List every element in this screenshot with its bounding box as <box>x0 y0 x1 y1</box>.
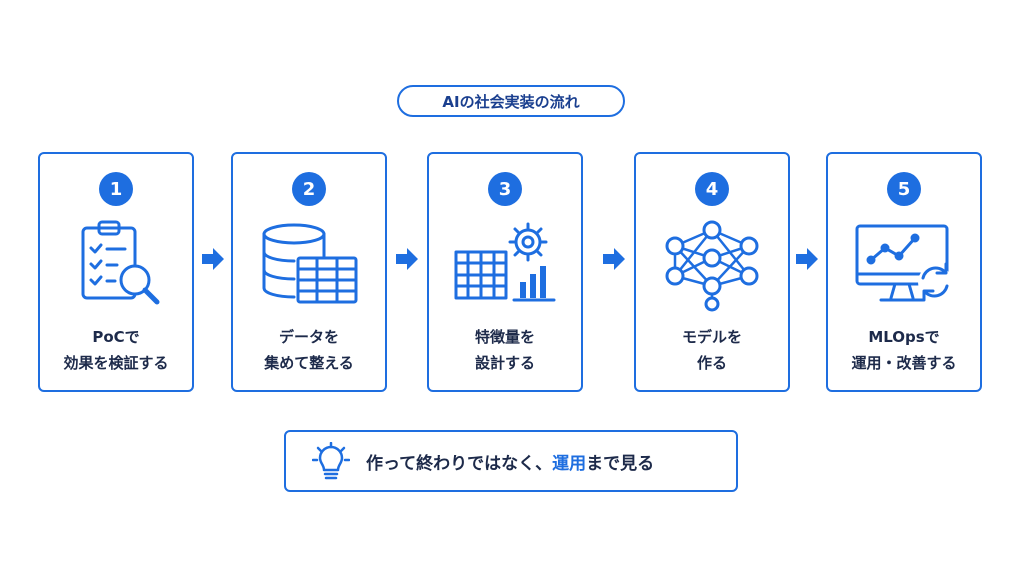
key-message-text: 作って終わりではなく、運用まで見る <box>366 432 654 490</box>
step-number-badge-5: 5 <box>887 172 921 206</box>
right-arrow-icon <box>601 246 627 272</box>
key-message-highlight: 運用 <box>552 453 587 474</box>
right-arrow-icon <box>794 246 820 272</box>
step-number-badge-2: 2 <box>292 172 326 206</box>
step-label-4-line2: 作る <box>696 354 727 372</box>
key-message-after: まで見る <box>586 453 655 474</box>
step-label-2: データを 集めて整える <box>233 324 385 376</box>
step-card-2: 2 データを 集めて整える <box>231 152 387 392</box>
step-number-badge-3: 3 <box>488 172 522 206</box>
clipboard-checklist-magnifier-icon <box>61 218 171 314</box>
key-message-before: 作って終わりではなく、 <box>366 453 553 474</box>
step-label-4-line1: モデルを <box>681 328 742 346</box>
step-card-3: 3 特徴量を 設計する <box>427 152 583 392</box>
step-label-3: 特徴量を 設計する <box>429 324 581 376</box>
step-label-5-line1: MLOpsで <box>868 328 940 346</box>
step-label-3-line1: 特徴量を <box>474 328 535 346</box>
step-label-5-line2: 運用・改善する <box>851 354 957 372</box>
right-arrow-icon <box>200 246 226 272</box>
lightbulb-icon <box>312 442 350 482</box>
step-number-badge-4: 4 <box>695 172 729 206</box>
step-card-1: 1 PoCで 効果を検証する <box>38 152 194 392</box>
step-label-1: PoCで 効果を検証する <box>40 324 192 376</box>
step-card-4: 4 モデルを 作る <box>634 152 790 392</box>
step-label-1-line1: PoCで <box>92 328 140 346</box>
step-label-2-line2: 集めて整える <box>264 354 354 372</box>
step-card-5: 5 MLOpsで 運用・改善する <box>826 152 982 392</box>
flow-title: AIの社会実装の流れ <box>397 85 625 117</box>
right-arrow-icon <box>394 246 420 272</box>
step-label-2-line1: データを <box>278 328 339 346</box>
grid-gear-bar-chart-icon <box>450 218 560 314</box>
step-label-1-line2: 効果を検証する <box>63 354 169 372</box>
step-label-4: モデルを 作る <box>636 324 788 376</box>
step-number-badge-1: 1 <box>99 172 133 206</box>
step-label-5: MLOpsで 運用・改善する <box>828 324 980 376</box>
key-message-box: 作って終わりではなく、運用まで見る <box>284 430 738 492</box>
database-table-icon <box>254 218 364 314</box>
neural-network-icon <box>657 218 767 314</box>
flow-title-text: AIの社会実装の流れ <box>442 92 580 111</box>
step-label-3-line2: 設計する <box>474 354 535 372</box>
monitor-chart-refresh-icon <box>849 218 959 314</box>
